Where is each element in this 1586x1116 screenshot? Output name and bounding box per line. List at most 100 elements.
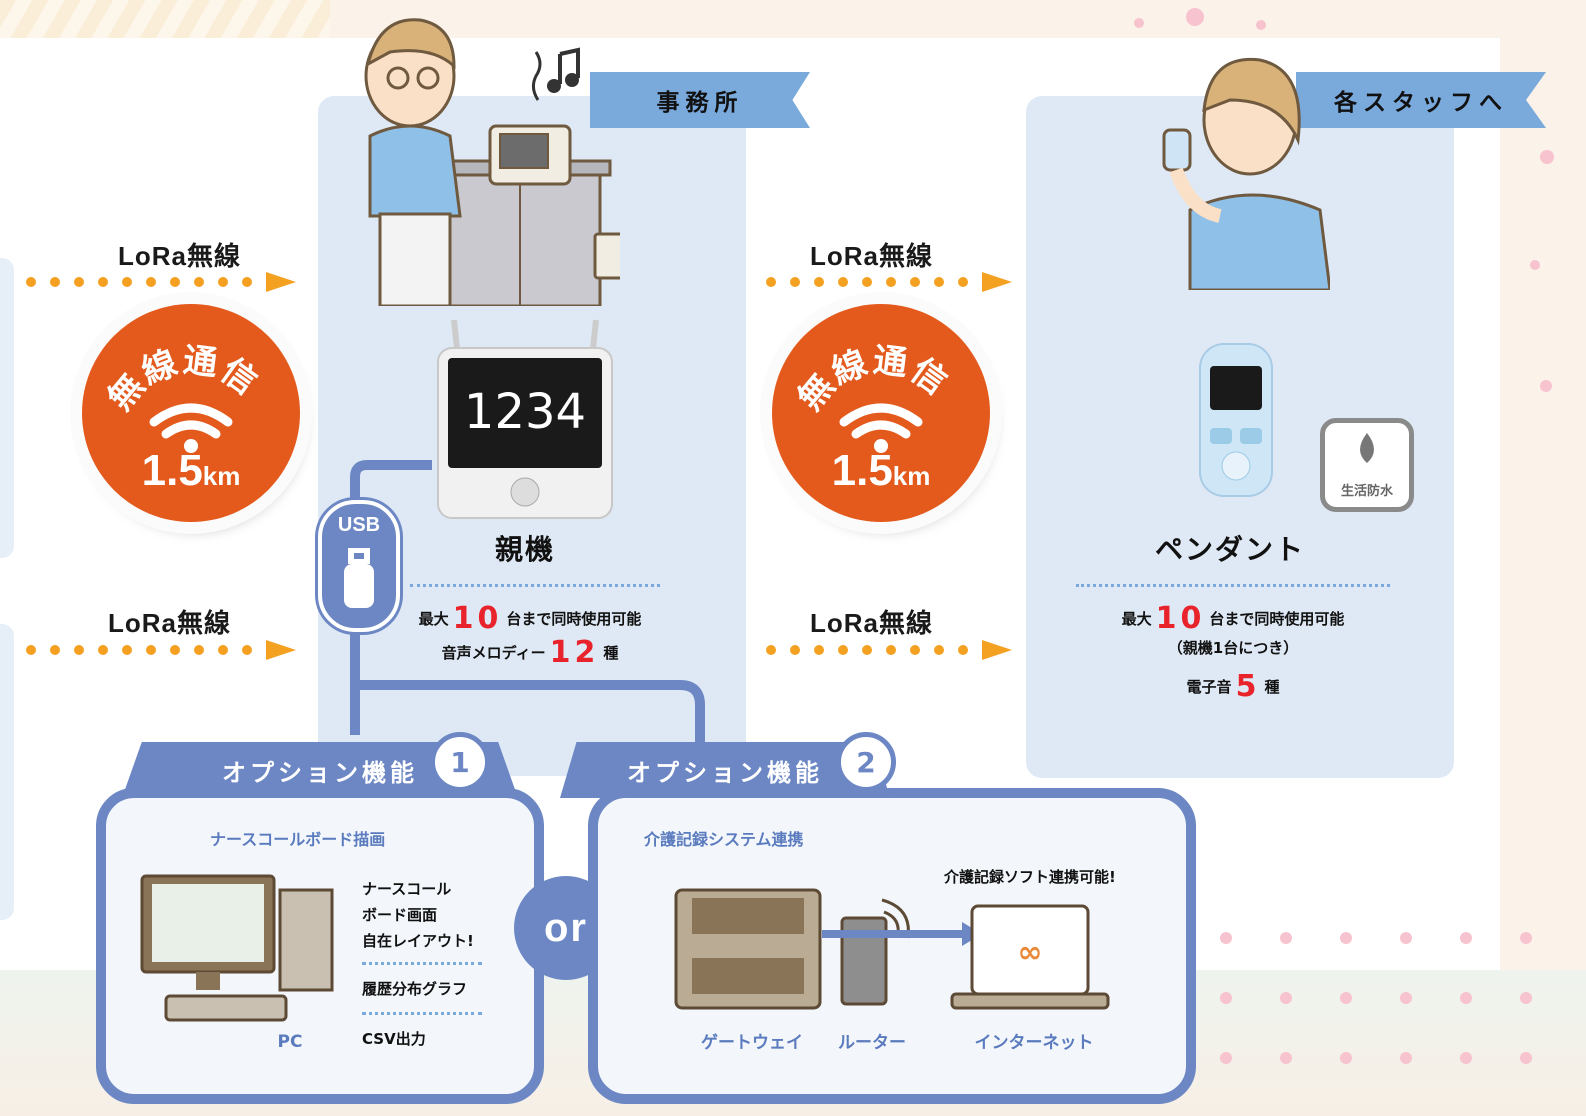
badge-distance-value: 1.5: [141, 446, 203, 495]
pendant-name: ペンダント: [1154, 533, 1305, 566]
divider: [362, 962, 482, 965]
base-unit-name: 親機: [494, 533, 555, 566]
internet-label: インターネット: [974, 1033, 1094, 1053]
svg-text:∞: ∞: [1018, 935, 1043, 970]
option1-tab-label: オプション機能: [222, 758, 418, 787]
gateway-label: ゲートウェイ: [701, 1033, 803, 1053]
lora-label: LoRa無線: [118, 241, 242, 271]
usb-connector: USB: [318, 500, 400, 632]
badge-distance: 1.5km: [82, 446, 300, 496]
option1-feature: ボード画面: [362, 906, 438, 924]
decor-dot: [1340, 932, 1352, 944]
divider: [1076, 584, 1390, 587]
wifi-icon: [839, 403, 923, 427]
spec-prefix: 電子音: [1186, 678, 1232, 696]
lora-label: LoRa無線: [810, 608, 934, 638]
spec-prefix: 音声メロディー: [441, 644, 546, 662]
option1-feature: ナースコール: [362, 880, 452, 898]
music-notes-icon: [531, 47, 580, 101]
decor-dot: [1340, 992, 1352, 1004]
pendant-spec-note: （親機1台につき）: [1167, 639, 1299, 657]
spec-number: 10: [1155, 601, 1206, 636]
decor-dot: [1340, 1052, 1352, 1064]
router-icon: [840, 916, 888, 1006]
decor-dot: [1400, 992, 1412, 1004]
decor-dot: [1460, 932, 1472, 944]
decor-dot: [1530, 260, 1540, 270]
decor-dot: [1220, 1052, 1232, 1064]
office-staff-illustration: [364, 18, 620, 306]
decor-dot: [1400, 932, 1412, 944]
pc-label: PC: [277, 1032, 303, 1052]
decor-dot: [1540, 380, 1552, 392]
decor-dot: [1540, 150, 1554, 164]
badge-distance: 1.5km: [772, 446, 990, 496]
lora-label: LoRa無線: [810, 241, 934, 271]
decor-dot: [1256, 20, 1266, 30]
lora-arrow: [766, 640, 1012, 660]
option1-number: 1: [430, 732, 490, 792]
decor-dot: [1400, 1052, 1412, 1064]
decor-dot: [1220, 932, 1232, 944]
spec-suffix: 台まで同時使用可能: [506, 610, 642, 628]
nurse-illustration: [1162, 57, 1330, 290]
option2-subtitle: 介護記録システム連携: [644, 830, 804, 849]
pendant-device: [1199, 343, 1273, 497]
usb-label: USB: [337, 514, 381, 536]
decor-dot: [1186, 8, 1204, 26]
wireless-badge: 無線通信 1.5km: [772, 304, 990, 522]
base-unit-device: 1234: [437, 319, 613, 519]
decor-dot: [1220, 992, 1232, 1004]
lora-arrow: [766, 272, 1012, 292]
wireless-badge: 無線通信 1.5km: [82, 304, 300, 522]
pc-illustration: [140, 874, 334, 1022]
spec-number: 5: [1235, 669, 1261, 704]
water-drop-icon: [1360, 433, 1374, 463]
router-label: ルーター: [838, 1033, 906, 1053]
decor-dot: [1520, 992, 1532, 1004]
option2-tab: オプション機能: [560, 742, 890, 798]
spec-prefix: 最大: [418, 610, 449, 628]
left-panel-edge-lower: [0, 624, 14, 920]
spec-suffix: 種: [1264, 678, 1280, 696]
office-ribbon: 事務所: [590, 72, 810, 128]
staff-title: 各スタッフへ: [1334, 90, 1508, 116]
decor-dot: [1460, 1052, 1472, 1064]
decor-dot: [1280, 932, 1292, 944]
base-unit-screen: 1234: [464, 384, 586, 440]
spec-number: 12: [549, 635, 600, 670]
option1-feature: 自在レイアウト!: [362, 932, 474, 950]
left-panel-edge: [0, 258, 14, 558]
badge-distance-value: 1.5: [831, 446, 893, 495]
badge-text-arc: 無線通信: [100, 340, 264, 453]
office-title: 事務所: [656, 90, 744, 116]
badge-text-arc: 無線通信: [790, 340, 954, 453]
decor-dot: [1520, 1052, 1532, 1064]
staff-ribbon: 各スタッフへ: [1296, 72, 1546, 128]
divider: [410, 584, 660, 587]
integration-illustration: ∞: [674, 888, 1110, 1010]
lora-label: LoRa無線: [108, 608, 232, 638]
decor-dot: [1280, 1052, 1292, 1064]
spec-suffix: 台まで同時使用可能: [1209, 610, 1345, 628]
usb-plug-icon: [344, 548, 374, 608]
spec-prefix: 最大: [1121, 610, 1152, 628]
option2-caption: 介護記録ソフト連携可能!: [944, 868, 1116, 886]
badge-distance-unit: km: [892, 461, 931, 491]
option1-feature: CSV出力: [362, 1030, 426, 1048]
usb-connection-lines: [350, 460, 705, 755]
wifi-icon: [149, 403, 233, 427]
lora-arrow: [26, 640, 296, 660]
option1-feature: 履歴分布グラフ: [362, 980, 468, 998]
badge-distance-unit: km: [202, 461, 241, 491]
decor-dot: [1280, 992, 1292, 1004]
option1-subtitle: ナースコールボード描画: [210, 830, 386, 849]
option2-tab-label: オプション機能: [627, 758, 823, 787]
divider: [362, 1012, 482, 1015]
decor-dot: [1460, 992, 1472, 1004]
decor-dot: [1134, 18, 1144, 28]
